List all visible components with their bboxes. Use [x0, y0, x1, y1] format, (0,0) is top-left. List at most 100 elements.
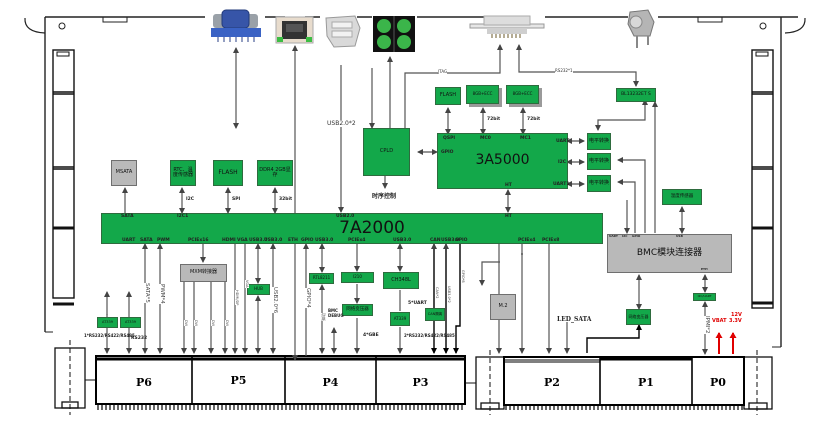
pin-pcie8: PCIEx8 [542, 238, 560, 243]
level-shifter-label: 电平转换 [588, 157, 609, 164]
phy-box: RTL8211 [309, 273, 334, 284]
pwm4-label: PWM*4 [159, 284, 165, 304]
memory-mc0-box: 8GB+ECC [466, 85, 499, 104]
at339-mid-box: AT339 [390, 312, 410, 326]
at339-label: AT339 [393, 315, 407, 321]
mxm-label: MXM转接器 [189, 269, 218, 276]
slot-p1: P1 [600, 360, 692, 404]
dvi-3-label: DVI [211, 320, 215, 327]
cpu-pin-i2c: I2C [558, 160, 567, 165]
slot-p0: P0 [692, 360, 744, 404]
nic-box: I210 [341, 272, 374, 283]
backplane-connector-right [503, 356, 745, 406]
bmc-pin-uart: UART [609, 234, 618, 238]
level-shifter-3: 电平转换 [587, 175, 611, 192]
pin-sata: SATA [140, 238, 153, 243]
serial-tx-label: BL13232ET S [621, 91, 651, 97]
jtag-label: JTAG [438, 69, 448, 74]
m2-slot-box: M.2 [490, 294, 516, 320]
cpu-pin-mc1: MC1 [520, 136, 531, 141]
timing-control-label: 时序控制 [372, 193, 397, 200]
bmc-pin-usb: USB [676, 234, 683, 238]
vga-label: VGA [245, 280, 249, 288]
pin-hdmi: HDMI [222, 238, 236, 243]
msata-label: MSATA [115, 169, 133, 176]
chip-3a5000-label: 3A5000 [475, 152, 530, 169]
slot-p2: P2 [504, 360, 600, 404]
led-indicators-icon [373, 16, 415, 52]
gbe4-label: 4*GBE [363, 333, 379, 338]
left-card-guide [52, 49, 75, 306]
pin-usb-top: USB2.0 [336, 214, 355, 219]
pin-usb3-d: USB3.0 [393, 238, 412, 243]
level-shifter-1: 电平转换 [587, 133, 611, 150]
level-shifter-2: 电平转换 [587, 153, 611, 170]
slot-p6: P6 [96, 360, 192, 404]
bus-32bit: 32bit [279, 197, 293, 202]
level-shifter-label: 电平转换 [588, 179, 609, 186]
usb-connector-icon [325, 15, 361, 48]
uart5-label: 5*UART [408, 301, 427, 306]
slot-p6-label: P6 [136, 375, 152, 389]
flash-cpu-box: FLASH [435, 87, 461, 105]
latch-left [54, 340, 95, 415]
msata-box: MSATA [111, 160, 137, 186]
ch348-label: CH348L [391, 276, 411, 283]
temp-sensor-box: 温度传感器 [662, 189, 702, 205]
slot-p4-label: P4 [322, 375, 339, 389]
chip-cpld: CPLD [363, 128, 410, 176]
can2-label: CAN*2 [435, 287, 439, 299]
at339-b-box: AT339 [120, 317, 141, 328]
usb-top-label: USB2.0*2 [327, 120, 356, 127]
backplane-connector-left [95, 355, 466, 405]
power-label: 功耗 [320, 313, 326, 321]
rtc-temp-sensor-box: RTC、温度传感器 [170, 160, 196, 186]
slot-p3: P3 [376, 360, 465, 404]
memory-mc1-box: 8GB+ECC [506, 85, 539, 104]
net-transformer-left: 网络变压器 [342, 304, 373, 316]
chip-7a2000: 7A2000 [101, 213, 603, 244]
slot-p4: P4 [285, 360, 376, 404]
phy-label: RTL8211 [312, 275, 331, 281]
flash-cpu-label: FLASH [439, 92, 457, 99]
3v3-label: 3.3V [729, 318, 742, 324]
net-transformer-right: 网络变压器 [626, 309, 651, 325]
bus-width-mc1: 72bit [527, 117, 541, 122]
pin-ht-top: HT [505, 214, 512, 219]
nic-label: I210 [353, 274, 362, 280]
tact-switch-icon [627, 9, 655, 48]
dvi-1-label: DVI [184, 320, 188, 327]
dvi-4-label: DVI [225, 320, 229, 327]
pin-eth: ETH [288, 238, 298, 243]
board-outline [24, 16, 806, 348]
dvi-2-label: DVI [194, 320, 198, 327]
connector-pins [97, 404, 743, 410]
bus-spi: SPI [232, 197, 241, 202]
latch-right [743, 350, 773, 415]
latch-middle [465, 350, 505, 415]
rtc-label: RTC、温度传感器 [172, 166, 193, 178]
chip-3a5000: 3A5000 [437, 133, 568, 189]
cpu-pin-uart: UART [556, 139, 570, 144]
cpu-pin-uart1: UART1 [553, 182, 570, 187]
pin-uart: UART [122, 238, 136, 243]
bmc-small-label: I2C/UART [697, 294, 712, 299]
usb2x6-label: USB2.0*6 [272, 287, 278, 314]
can-iso-label: CAN隔离 [427, 311, 443, 316]
serial-transceiver-box: BL13232ET S [616, 88, 656, 102]
12v-label: 12V [731, 312, 742, 318]
at339-a-label: AT339 [102, 319, 113, 324]
pin-usb3-b: USB3.0 [264, 238, 283, 243]
level-shifter-label: 电平转换 [588, 137, 609, 144]
usb-hub-box: HUB [247, 284, 270, 295]
bmc-pin-gpio: GPIO [632, 234, 641, 238]
db-serial-connector-icon [469, 15, 545, 38]
pin-usb3-e: USB3.0 [441, 238, 460, 243]
pin-pwm: PWM [157, 238, 170, 243]
slot-p5-label: P5 [230, 373, 247, 387]
hub-label: HUB [254, 286, 263, 292]
slot-p0-label: P0 [710, 375, 726, 389]
rj45-connector-icon [275, 16, 314, 44]
cpld-label: CPLD [379, 148, 394, 155]
